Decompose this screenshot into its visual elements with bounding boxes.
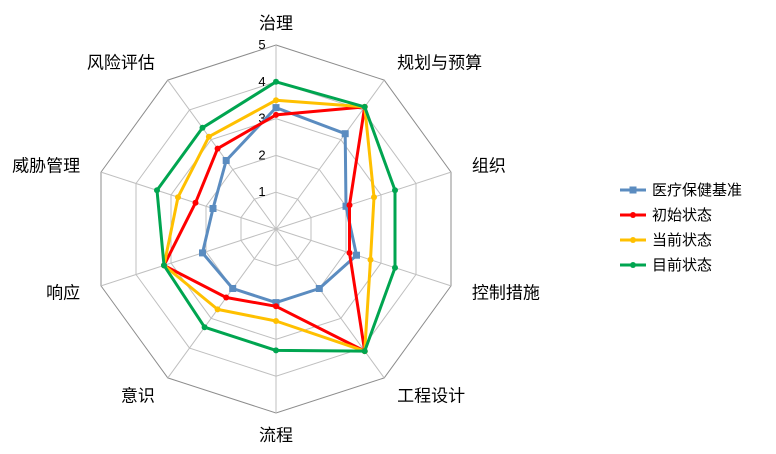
series-point <box>214 145 221 152</box>
series-point <box>371 194 377 201</box>
series-point <box>201 324 208 331</box>
tick-label: 5 <box>258 37 265 52</box>
series-point <box>367 256 374 263</box>
axis-label: 流程 <box>259 426 293 446</box>
series-point <box>315 285 323 292</box>
series-point <box>361 103 368 110</box>
spoke-6 <box>167 228 277 379</box>
tick-label: 1 <box>258 184 265 199</box>
legend-label: 当前状态 <box>652 231 712 249</box>
series-point <box>199 249 206 257</box>
radar-series <box>154 78 398 355</box>
series-point <box>161 262 167 269</box>
series-point <box>273 347 279 354</box>
series-point <box>346 249 353 256</box>
spoke-7 <box>100 228 277 287</box>
axis-label: 控制措施 <box>472 284 540 304</box>
legend-item: 当前状态 <box>620 231 712 249</box>
series-point <box>342 202 350 210</box>
tick-label: 4 <box>258 74 265 89</box>
legend-item: 初始状态 <box>620 206 712 224</box>
legend-item: 医疗保健基准 <box>620 181 742 199</box>
tick-label: 2 <box>258 147 265 162</box>
series-point <box>192 199 199 206</box>
series-point <box>154 187 160 194</box>
legend-label: 初始状态 <box>652 206 712 224</box>
series-point <box>199 124 206 131</box>
legend-label: 医疗保健基准 <box>652 181 742 199</box>
series-point <box>341 130 349 138</box>
spoke-8 <box>100 171 277 230</box>
axis-label: 组织 <box>472 156 506 176</box>
legend-swatch-marker <box>629 186 637 194</box>
legend-swatch-marker <box>630 262 636 268</box>
spoke-3 <box>275 228 452 287</box>
series-point <box>346 202 353 209</box>
legend-swatch-marker <box>630 237 636 243</box>
series-3 <box>154 78 398 355</box>
axis-label: 威胁管理 <box>12 156 80 176</box>
series-point <box>273 303 279 310</box>
series-line <box>162 105 367 353</box>
series-point <box>223 294 230 301</box>
axis-label: 治理 <box>259 14 293 34</box>
series-point <box>273 97 279 104</box>
series-point <box>214 306 221 313</box>
series-point <box>392 264 398 271</box>
series-point <box>353 251 360 259</box>
series-point <box>205 133 212 140</box>
axis-label: 风险评估 <box>87 53 155 73</box>
legend-item: 目前状态 <box>620 256 712 274</box>
spoke-2 <box>275 171 452 230</box>
axis-label: 响应 <box>46 284 80 304</box>
spoke-9 <box>167 79 277 230</box>
series-point <box>222 157 230 164</box>
axis-label: 规划与预算 <box>397 53 482 73</box>
series-point <box>272 299 280 307</box>
series-point <box>209 205 217 212</box>
legend-label: 目前状态 <box>652 256 712 274</box>
axis-label: 工程设计 <box>397 387 465 407</box>
series-point <box>175 194 181 201</box>
series-point <box>272 104 280 112</box>
series-0 <box>199 104 360 307</box>
radar-ticks: 1 2 3 4 5 <box>258 37 265 199</box>
axis-label: 意识 <box>121 387 155 407</box>
series-point <box>229 285 237 292</box>
series-point <box>273 318 279 324</box>
series-point <box>392 187 398 194</box>
series-point <box>273 78 279 85</box>
series-point <box>361 348 368 355</box>
legend-swatch-marker <box>630 212 636 218</box>
series-point <box>273 111 279 118</box>
tick-label: 3 <box>258 111 265 126</box>
